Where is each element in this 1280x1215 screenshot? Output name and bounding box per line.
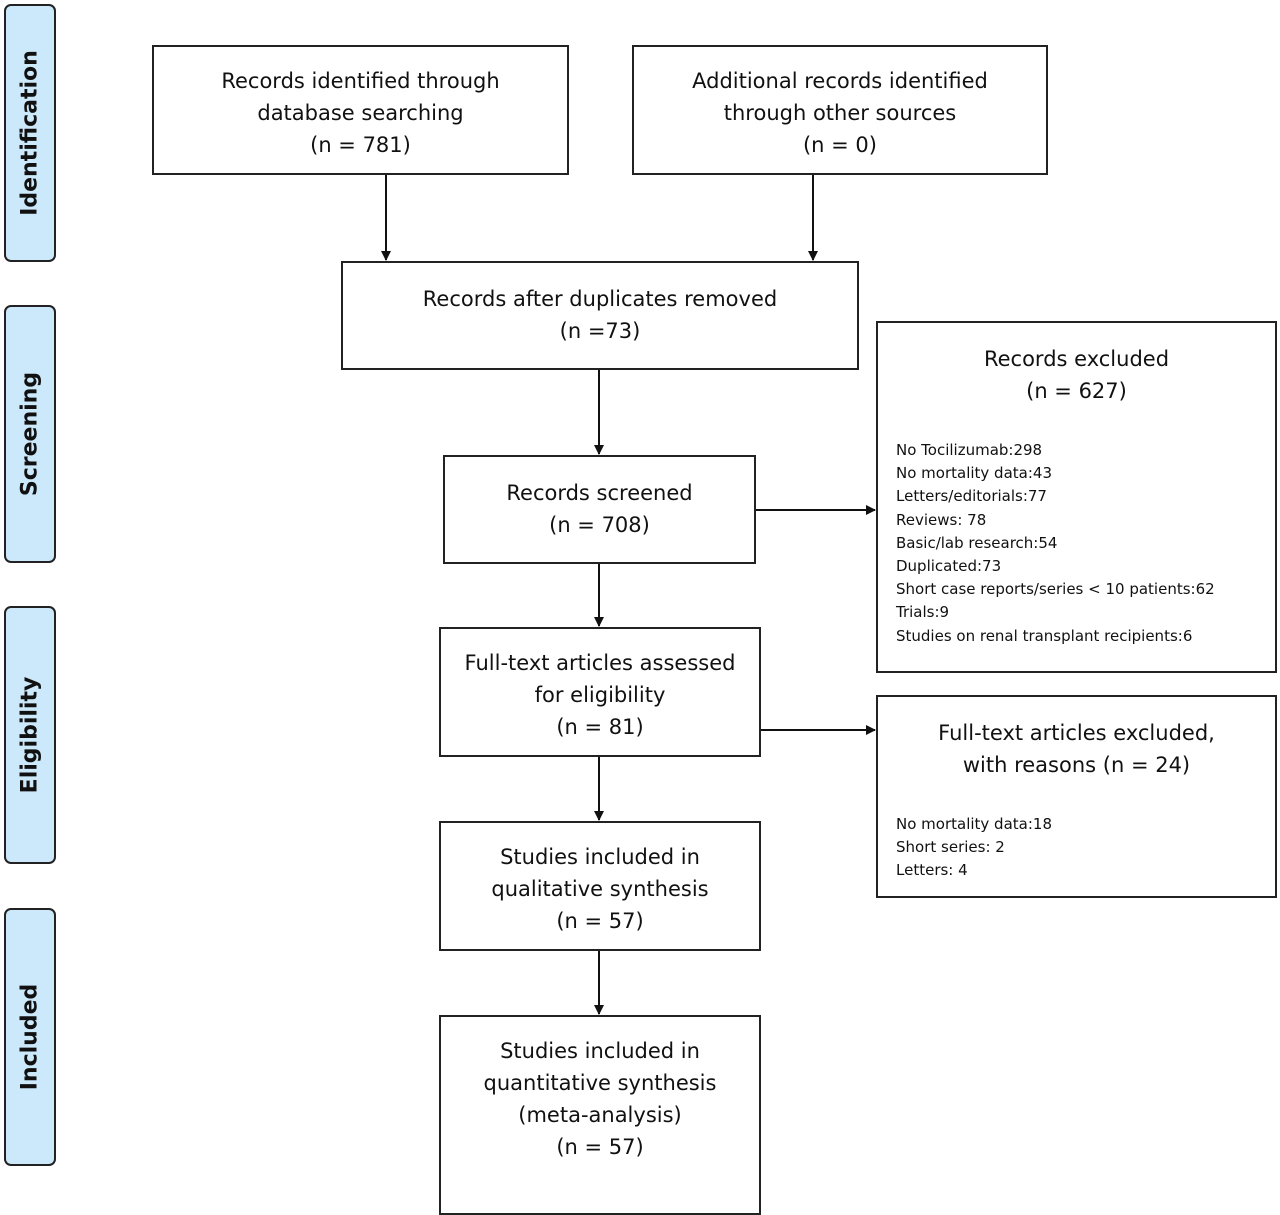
records-screened-box: Records screened (n = 708) [443, 455, 756, 564]
phase-screening: Screening [4, 305, 56, 563]
box-line: qualitative synthesis [491, 877, 709, 901]
box-line: (n = 0) [802, 133, 877, 157]
box-line: (n = 81) [556, 715, 644, 739]
list-item: Short series: 2 [896, 838, 1005, 857]
list-item: Studies on renal transplant recipients:6 [896, 626, 1193, 645]
fulltext-excluded-title: Full-text articles excluded, [938, 721, 1215, 745]
list-item: Reviews: 78 [896, 510, 987, 529]
phase-eligibility: Eligibility [4, 606, 56, 864]
database-records-box: Records identified through database sear… [152, 45, 569, 175]
box-line: database searching [257, 101, 464, 125]
box-line: (n = 781) [310, 133, 411, 157]
box-line: Additional records identified [692, 69, 988, 93]
after-duplicates-box: Records after duplicates removed (n =73) [341, 261, 859, 370]
list-item: Duplicated:73 [896, 557, 1002, 576]
fulltext-excluded-reasons: No mortality data:18 Short series: 2 Let… [896, 813, 1052, 883]
records-excluded-count: (n = 627) [1026, 379, 1127, 403]
box-line: quantitative synthesis [483, 1071, 717, 1095]
box-line: (n = 57) [556, 1135, 644, 1159]
box-line: Records identified through [221, 69, 500, 93]
records-excluded-title: Records excluded [983, 347, 1170, 371]
fulltext-excluded-subtitle: with reasons (n = 24) [962, 753, 1191, 777]
box-line: (n = 57) [556, 909, 644, 933]
quantitative-synthesis-box: Studies included in quantitative synthes… [439, 1015, 761, 1215]
list-item: Letters: 4 [896, 861, 968, 880]
list-item: No mortality data:18 [896, 815, 1052, 833]
other-sources-box: Additional records identified through ot… [632, 45, 1048, 175]
full-text-assessed-box: Full-text articles assessed for eligibil… [439, 627, 761, 757]
box-line: Full-text articles assessed [464, 651, 736, 675]
box-line: (n =73) [559, 319, 641, 343]
list-item: Trials:9 [896, 603, 950, 622]
list-item: Letters/editorials:77 [896, 487, 1047, 506]
box-line: Studies included in [500, 1039, 700, 1063]
box-line: Records screened [506, 481, 693, 505]
records-excluded-reasons: No Tocilizumab:298 No mortality data:43 … [896, 439, 1215, 648]
qualitative-synthesis-box: Studies included in qualitative synthesi… [439, 821, 761, 951]
list-item: Basic/lab research:54 [896, 533, 1058, 552]
list-item: No mortality data:43 [896, 464, 1052, 483]
box-line: Records after duplicates removed [422, 287, 778, 311]
phase-identification: Identification [4, 4, 56, 262]
box-line: Studies included in [500, 845, 700, 869]
flow-arrows [381, 175, 876, 1015]
list-item: Short case reports/series < 10 patients:… [896, 580, 1215, 599]
box-line: for eligibility [534, 683, 666, 707]
prisma-flow-diagram: Identification Screening Eligibility Inc… [4, 4, 1277, 1215]
records-excluded-box: Records excluded (n = 627) No Tocilizuma… [876, 321, 1277, 673]
fulltext-excluded-box: Full-text articles excluded, with reason… [876, 695, 1277, 898]
box-line: (meta-analysis) [518, 1103, 682, 1127]
phase-included: Included [4, 908, 56, 1166]
list-item: No Tocilizumab:298 [896, 441, 1043, 459]
box-line: through other sources [723, 101, 957, 125]
box-line: (n = 708) [549, 513, 650, 537]
